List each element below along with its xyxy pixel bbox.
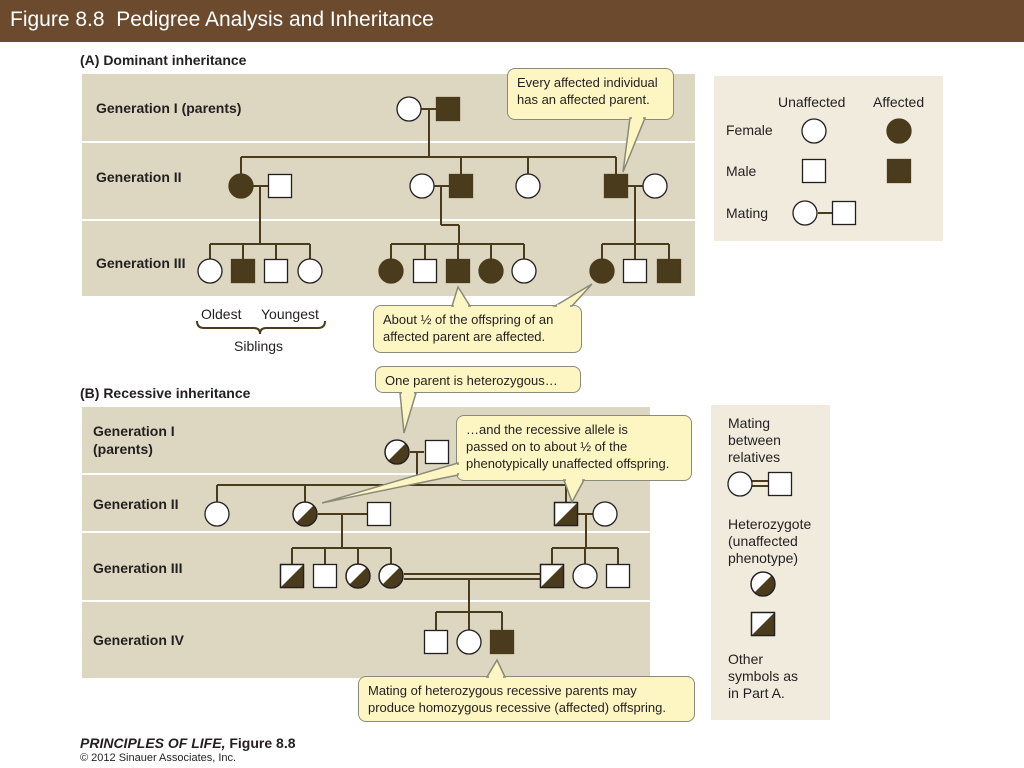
male-heterozygote-symbol (750, 611, 776, 637)
male-affected-symbol (656, 258, 682, 284)
male-heterozygote-symbol (553, 501, 579, 527)
female-unaffected-symbol (592, 501, 618, 527)
male-unaffected-symbol (312, 563, 338, 589)
male-heterozygote-symbol (539, 563, 565, 589)
female-heterozygote-symbol (384, 439, 410, 465)
male-affected-symbol (445, 258, 471, 284)
female-affected-symbol (228, 173, 254, 199)
gen-band-a2 (82, 143, 695, 219)
female-unaffected-symbol (572, 563, 598, 589)
legend-unaffected-label: Unaffected (778, 94, 846, 110)
female-unaffected-symbol (515, 173, 541, 199)
male-affected-symbol (603, 173, 629, 199)
male-unaffected-symbol (801, 158, 827, 184)
female-unaffected-symbol (792, 200, 818, 226)
female-heterozygote-symbol (750, 571, 776, 597)
male-unaffected-symbol (424, 439, 450, 465)
legend-b-box (711, 405, 830, 720)
siblings-label: Siblings (234, 338, 284, 354)
male-affected-symbol (448, 173, 474, 199)
male-unaffected-symbol (423, 629, 449, 655)
female-unaffected-symbol (297, 258, 323, 284)
figure-title: Figure 8.8 Pedigree Analysis and Inherit… (10, 8, 434, 31)
title-bar: Figure 8.8 Pedigree Analysis and Inherit… (0, 0, 1024, 42)
male-unaffected-symbol (366, 501, 392, 527)
female-heterozygote-symbol (292, 501, 318, 527)
male-unaffected-symbol (622, 258, 648, 284)
gen-label-a2: Generation II (96, 169, 182, 185)
male-unaffected-symbol (767, 471, 793, 497)
gen-label-a3: Generation III (96, 255, 186, 271)
footer-book: PRINCIPLES OF LIFE, Figure 8.8 (80, 735, 296, 751)
female-unaffected-symbol (727, 471, 753, 497)
footer-copyright: © 2012 Sinauer Associates, Inc. (80, 752, 237, 764)
male-unaffected-symbol (605, 563, 631, 589)
male-unaffected-symbol (263, 258, 289, 284)
female-unaffected-symbol (801, 118, 827, 144)
female-affected-symbol (478, 258, 504, 284)
callout-heterozygous: One parent is heterozygous… (375, 366, 581, 393)
male-heterozygote-symbol (279, 563, 305, 589)
female-unaffected-symbol (396, 96, 422, 122)
gen-label-b1-sub: (parents) (93, 441, 153, 457)
gen-label-a1: Generation I (parents) (96, 100, 242, 116)
legend-mating-label: Mating (726, 205, 769, 221)
female-unaffected-symbol (642, 173, 668, 199)
male-unaffected-symbol (412, 258, 438, 284)
male-affected-symbol (435, 96, 461, 122)
female-unaffected-symbol (409, 173, 435, 199)
legend-female-label: Female (726, 122, 773, 138)
gen-band-b4 (82, 602, 650, 678)
female-affected-symbol (589, 258, 615, 284)
male-affected-symbol (230, 258, 256, 284)
female-unaffected-symbol (456, 629, 482, 655)
gen-band-a3 (82, 221, 695, 296)
female-unaffected-symbol (197, 258, 223, 284)
female-heterozygote-symbol (378, 563, 404, 589)
female-heterozygote-symbol (345, 563, 371, 589)
part-b-heading: (B) Recessive inheritance (80, 385, 251, 401)
gen-label-b4: Generation IV (93, 632, 185, 648)
legend-male-label: Male (726, 163, 757, 179)
female-unaffected-symbol (511, 258, 537, 284)
gen-label-b3: Generation III (93, 560, 183, 576)
part-a-heading: (A) Dominant inheritance (80, 52, 247, 68)
youngest-label: Youngest (261, 306, 319, 322)
male-affected-symbol (886, 158, 912, 184)
female-affected-symbol (886, 118, 912, 144)
legend-affected-label: Affected (873, 94, 925, 110)
female-affected-symbol (378, 258, 404, 284)
gen-label-b1: Generation I (93, 423, 175, 439)
male-affected-symbol (489, 629, 515, 655)
oldest-label: Oldest (201, 306, 242, 322)
male-unaffected-symbol (267, 173, 293, 199)
female-unaffected-symbol (204, 501, 230, 527)
callout-mating-recessive: Mating of heterozygous recessive parents… (358, 676, 695, 722)
male-unaffected-symbol (831, 200, 857, 226)
symbols (197, 96, 912, 655)
gen-label-b2: Generation II (93, 496, 179, 512)
